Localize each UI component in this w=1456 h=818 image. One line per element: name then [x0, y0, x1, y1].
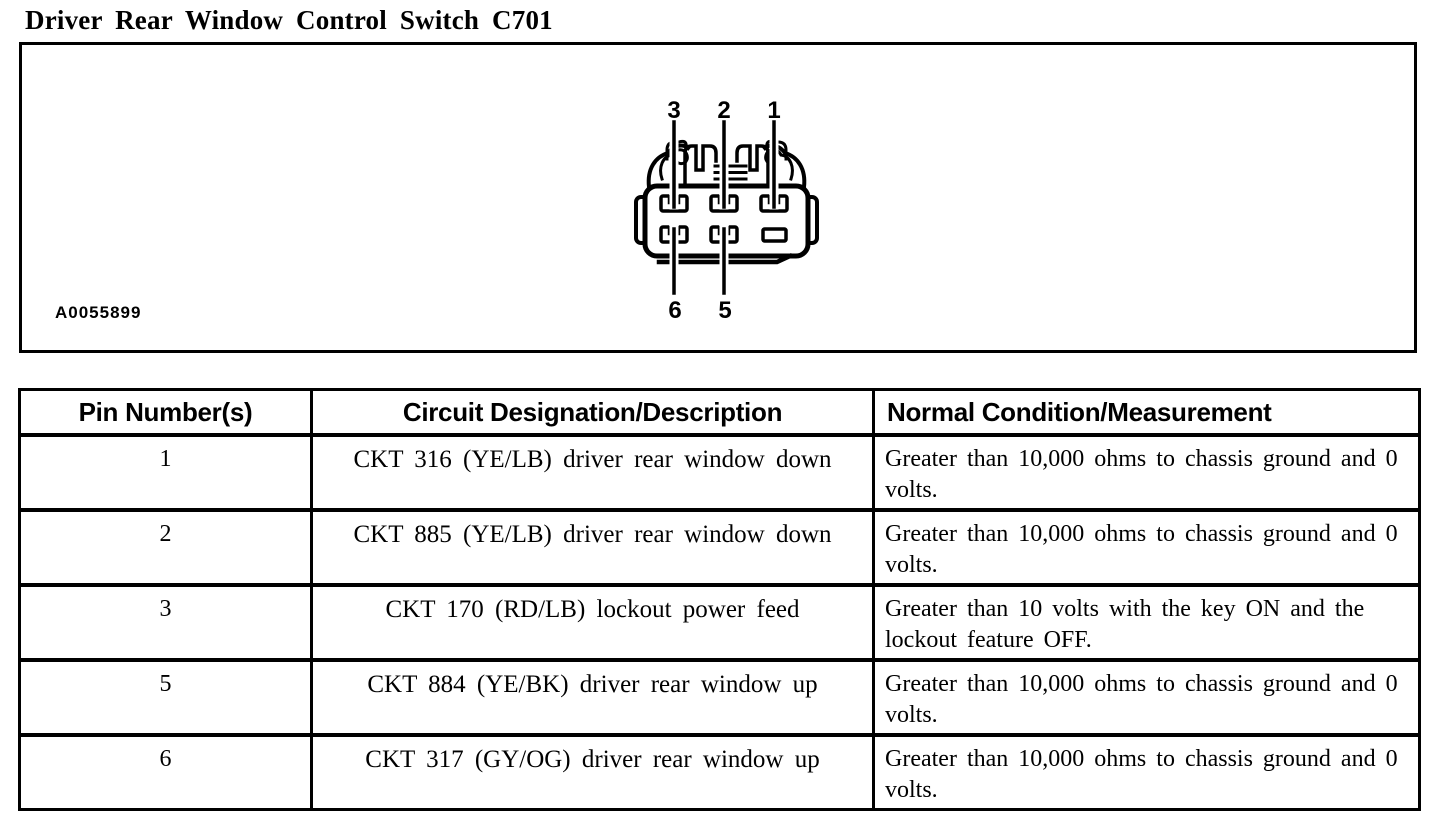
terminal-unused — [761, 227, 788, 243]
pin-label-5: 5 — [718, 297, 731, 324]
column-header-condition: Normal Condition/Measurement — [887, 397, 1272, 427]
pin-label-2: 2 — [717, 97, 730, 124]
condition-cell: Greater than 10,000 ohms to chassis grou… — [885, 446, 1398, 503]
column-header-circuit: Circuit Designation/Description — [313, 391, 875, 433]
table-row: 6 CKT 317 (GY/OG) driver rear window up … — [21, 733, 1418, 808]
circuit-cell: CKT 316 (YE/LB) driver rear window down — [313, 437, 875, 508]
pin-label-6: 6 — [668, 297, 681, 324]
condition-cell: Greater than 10,000 ohms to chassis grou… — [885, 671, 1398, 728]
pin-cell: 3 — [21, 587, 313, 658]
condition-cell: Greater than 10,000 ohms to chassis grou… — [885, 746, 1398, 803]
connector-figure: 3 2 1 6 5 A0055899 — [19, 42, 1417, 353]
pin-cell: 6 — [21, 737, 313, 808]
table-header-row: Pin Number(s) Circuit Designation/Descri… — [21, 391, 1418, 433]
connector-diagram: 3 2 1 6 5 — [634, 97, 819, 324]
figure-id-label: A0055899 — [55, 303, 142, 322]
pin-cell: 5 — [21, 662, 313, 733]
circuit-cell: CKT 317 (GY/OG) driver rear window up — [313, 737, 875, 808]
leader-lines — [669, 118, 779, 297]
pin-cell: 1 — [21, 437, 313, 508]
pin-label-1: 1 — [767, 97, 780, 124]
condition-cell: Greater than 10,000 ohms to chassis grou… — [885, 521, 1398, 578]
table-row: 3 CKT 170 (RD/LB) lockout power feed Gre… — [21, 583, 1418, 658]
condition-cell: Greater than 10 volts with the key ON an… — [885, 596, 1365, 653]
pin-table: Pin Number(s) Circuit Designation/Descri… — [18, 388, 1421, 811]
table-row: 2 CKT 885 (YE/LB) driver rear window dow… — [21, 508, 1418, 583]
latch-maze-right — [735, 144, 770, 185]
latch-maze-left — [683, 144, 718, 185]
table-row: 1 CKT 316 (YE/LB) driver rear window dow… — [21, 433, 1418, 508]
table-row: 5 CKT 884 (YE/BK) driver rear window up … — [21, 658, 1418, 733]
circuit-cell: CKT 885 (YE/LB) driver rear window down — [313, 512, 875, 583]
page-title: Driver Rear Window Control Switch C701 — [25, 5, 553, 35]
circuit-cell: CKT 170 (RD/LB) lockout power feed — [313, 587, 875, 658]
connector-skirt — [656, 253, 793, 265]
pin-label-3: 3 — [667, 97, 680, 124]
pin-cell: 2 — [21, 512, 313, 583]
column-header-pin: Pin Number(s) — [21, 391, 313, 433]
circuit-cell: CKT 884 (YE/BK) driver rear window up — [313, 662, 875, 733]
